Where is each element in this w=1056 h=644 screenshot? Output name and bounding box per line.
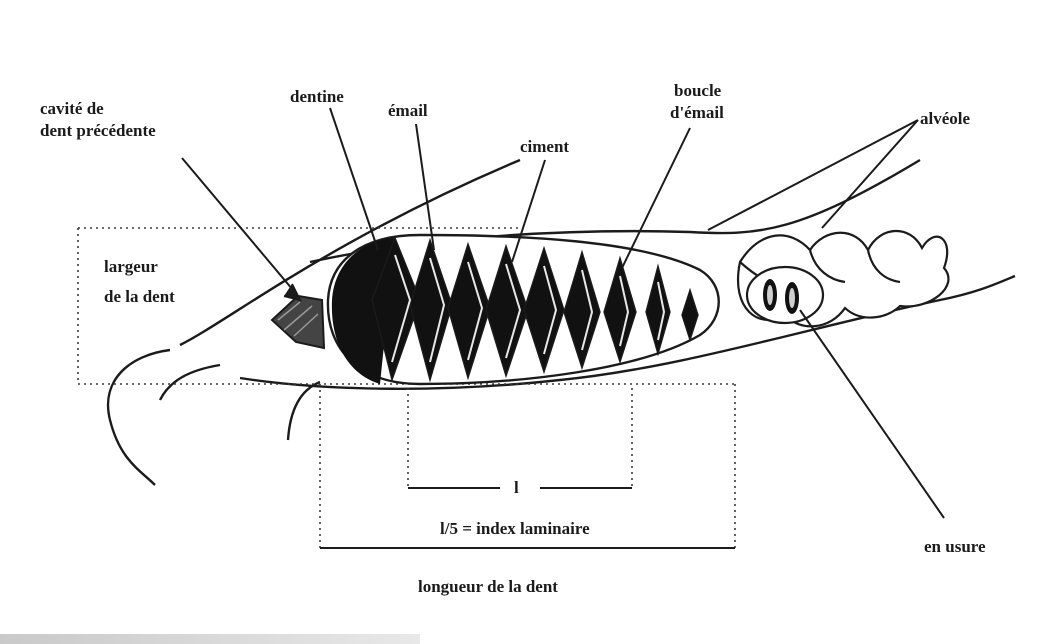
label-alveole: alvéole — [920, 108, 970, 130]
label-largeur-line1: largeur — [104, 256, 158, 278]
label-cavite-line1: cavité de — [40, 98, 104, 120]
label-boucle-line2: d'émail — [670, 102, 724, 124]
label-cavite-line2: dent précédente — [40, 120, 156, 142]
label-boucle-line1: boucle — [674, 80, 721, 102]
label-en-usure: en usure — [924, 536, 986, 558]
scan-edge — [0, 634, 420, 644]
label-longueur: longueur de la dent — [418, 576, 558, 598]
label-largeur-line2: de la dent — [104, 286, 175, 308]
label-l-marker: l — [514, 477, 519, 499]
label-index-laminaire: l/5 = index laminaire — [440, 518, 590, 540]
previous-tooth-cavity — [272, 296, 324, 348]
worn-tooth — [747, 267, 823, 323]
label-ciment: ciment — [520, 136, 569, 158]
label-email: émail — [388, 100, 428, 122]
label-dentine: dentine — [290, 86, 344, 108]
